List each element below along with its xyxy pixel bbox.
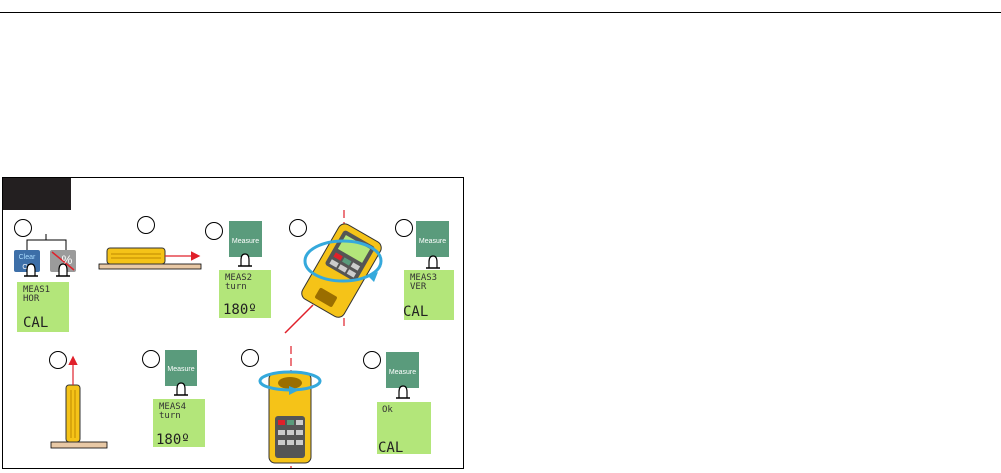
lcd-big: 180º (223, 302, 257, 318)
measure-button (229, 221, 262, 257)
lcd-display-1 (17, 282, 69, 332)
step-5: Measure MEAS3 VER CAL (395, 219, 454, 320)
lcd-line2: turn (225, 282, 247, 292)
lcd-big: CAL (23, 315, 48, 331)
lcd-line1: MEAS4 (159, 402, 186, 412)
lcd-line1: MEAS2 (225, 273, 252, 283)
step-7: Measure MEAS4 turn 180º (142, 350, 205, 448)
figure-tab (3, 178, 71, 210)
calibration-diagram: Clear Off % MEAS1 HOR CAL (14, 210, 454, 468)
step-circle-icon (395, 219, 413, 237)
step-circle-icon (137, 216, 155, 234)
table-surface (98, 263, 202, 270)
step-3: Measure MEAS2 turn 180º (205, 221, 271, 318)
measure-label: Measure (419, 238, 446, 245)
lcd-display-3 (404, 270, 454, 320)
laser-beam (284, 304, 314, 334)
step-2 (98, 216, 202, 270)
lcd-line2: turn (159, 411, 181, 421)
lcd-big: CAL (403, 304, 428, 320)
lcd-display-2 (219, 270, 271, 318)
lcd-line1: MEAS3 (410, 273, 437, 283)
lcd-line2: VER (410, 282, 427, 292)
step-circle-icon (49, 351, 67, 369)
lcd-big: CAL (378, 440, 403, 456)
step-9: Measure Ok CAL (363, 351, 431, 456)
measure-button (165, 350, 197, 386)
measure-button (416, 221, 449, 257)
lcd-big: 180º (156, 432, 190, 448)
measure-button (386, 352, 419, 388)
step-circle-icon (241, 349, 259, 367)
device-vertical-icon (65, 384, 81, 443)
measure-label: Measure (167, 366, 194, 373)
step-1: Clear Off % MEAS1 HOR CAL (14, 219, 76, 332)
clear-label: Clear (19, 254, 36, 261)
step-circle-icon (14, 219, 32, 237)
step-circle-icon (142, 350, 160, 368)
measure-label: Measure (232, 238, 259, 245)
device-flat-icon (106, 247, 166, 265)
measure-label: Measure (389, 369, 416, 376)
step-8 (241, 346, 322, 468)
step-4 (284, 210, 383, 334)
lcd-line1: MEAS1 (23, 285, 50, 295)
device-upright-icon (268, 372, 312, 464)
top-rule (0, 12, 1001, 13)
lcd-display-5 (377, 402, 431, 454)
step-circle-icon (289, 219, 307, 237)
calibration-figure: Clear Off % MEAS1 HOR CAL (2, 177, 464, 469)
rotate-arrow-icon (303, 239, 383, 283)
lcd-line2: HOR (23, 294, 40, 304)
lcd-display-4 (153, 399, 205, 447)
step-circle-icon (205, 222, 223, 240)
press-finger-icon (425, 255, 441, 269)
percent-label: % (62, 253, 73, 267)
step-circle-icon (363, 351, 381, 369)
step-6 (49, 351, 108, 449)
lcd-line1: Ok (382, 405, 393, 415)
table-surface (50, 441, 108, 449)
